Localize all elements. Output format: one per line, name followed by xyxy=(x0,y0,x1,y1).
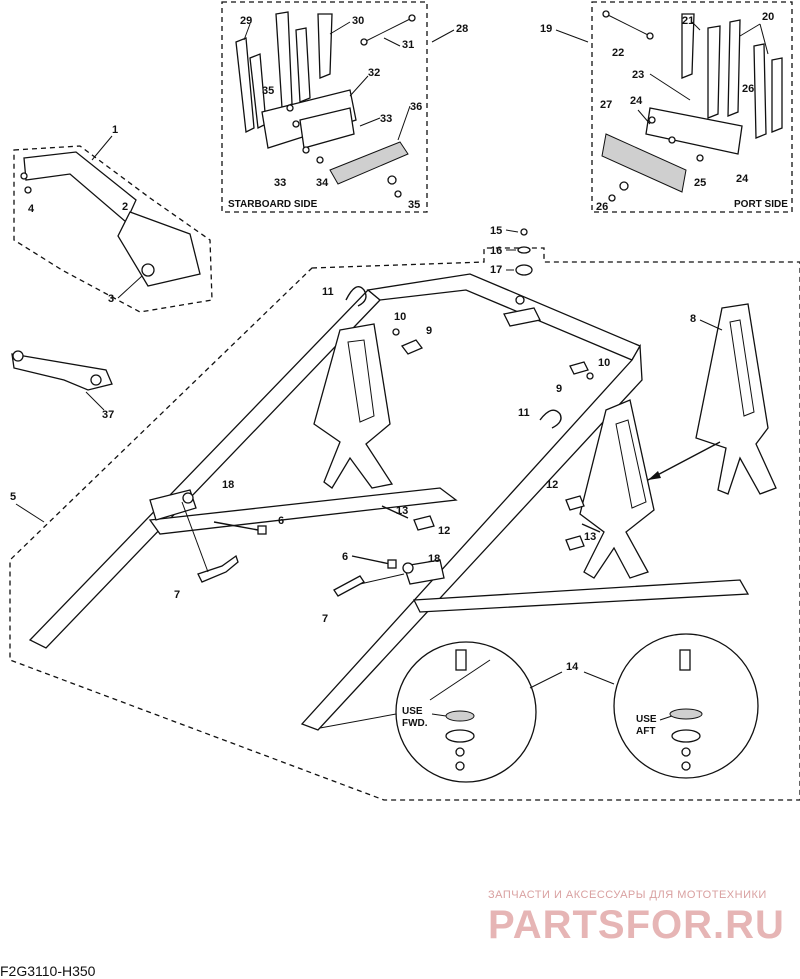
callout-31: 31 xyxy=(402,39,414,51)
tower-frame xyxy=(28,273,750,731)
callout-17: 17 xyxy=(490,264,502,276)
callout-12-left: 12 xyxy=(438,525,450,537)
callout-36: 36 xyxy=(410,101,422,113)
callout-18-right: 18 xyxy=(428,553,440,565)
callout-26-bottom: 26 xyxy=(596,201,608,213)
main-assembly-outline xyxy=(9,247,800,801)
use-fwd-label-1: USE xyxy=(402,706,423,717)
callout-19: 19 xyxy=(540,23,552,35)
port-side-label: PORT SIDE xyxy=(734,199,788,210)
callout-29: 29 xyxy=(240,15,252,27)
callout-24-top: 24 xyxy=(630,95,643,107)
callout-24-bottom: 24 xyxy=(736,173,749,185)
callout-6-left: 6 xyxy=(278,515,284,527)
kit-box-1: 1 2 3 4 xyxy=(13,124,213,313)
use-aft-label-2: AFT xyxy=(636,726,655,737)
callout-15: 15 xyxy=(490,225,502,237)
callout-22: 22 xyxy=(612,47,624,59)
callout-9-right: 9 xyxy=(556,383,562,395)
callout-4: 4 xyxy=(28,203,35,215)
callout-5: 5 xyxy=(10,491,16,503)
callout-3: 3 xyxy=(108,293,114,305)
callout-8: 8 xyxy=(690,313,696,325)
callout-32: 32 xyxy=(368,67,380,79)
port-side-panel: PORT SIDE 21 20 22 23 26 27 24 25 24 26 xyxy=(591,1,793,213)
callout-11-right: 11 xyxy=(518,407,530,419)
watermark-logo: PARTSFOR.RU xyxy=(488,903,785,947)
callout-26-top: 26 xyxy=(742,83,754,95)
detail-fwd: USE FWD. xyxy=(395,641,537,783)
hardware-stack: 15 16 17 xyxy=(490,225,533,276)
detail-aft: USE AFT xyxy=(613,633,759,779)
callout-10-right: 10 xyxy=(598,357,610,369)
callout-1: 1 xyxy=(112,124,118,136)
callout-2: 2 xyxy=(122,201,128,213)
part-37-arm: 37 xyxy=(11,350,114,421)
callout-13-right: 13 xyxy=(584,531,596,543)
callout-35-bottom: 35 xyxy=(408,199,420,211)
starboard-side-label: STARBOARD SIDE xyxy=(228,199,318,210)
use-aft-label-1: USE xyxy=(636,714,657,725)
callout-30: 30 xyxy=(352,15,364,27)
callout-28: 28 xyxy=(456,23,468,35)
callout-18-left: 18 xyxy=(222,479,234,491)
callout-14: 14 xyxy=(566,661,579,673)
callout-11-left: 11 xyxy=(322,286,334,298)
callout-25: 25 xyxy=(694,177,706,189)
diagram-code: F2G3110-H350 xyxy=(0,963,96,979)
use-fwd-label-2: FWD. xyxy=(402,718,428,729)
callout-7-left: 7 xyxy=(174,589,180,601)
callout-6-right: 6 xyxy=(342,551,348,563)
starboard-side-panel: STARBOARD SIDE 29 30 31 32 35 33 36 33 3… xyxy=(221,1,428,213)
watermark-tagline: ЗАПЧАСТИ И АКСЕССУАРЫ ДЛЯ МОТОТЕХНИКИ xyxy=(488,889,767,901)
fasteners: 11 11 10 10 9 9 18 18 6 6 7 7 13 12 12 1… xyxy=(174,286,610,625)
callout-21: 21 xyxy=(682,15,694,27)
part-8-rack: 8 xyxy=(647,303,777,495)
callout-34: 34 xyxy=(316,177,329,189)
callout-33-left: 33 xyxy=(274,177,286,189)
callout-10-left: 10 xyxy=(394,311,406,323)
callout-27: 27 xyxy=(600,99,612,111)
callout-12-right: 12 xyxy=(546,479,558,491)
callout-33-right: 33 xyxy=(380,113,392,125)
callout-37: 37 xyxy=(102,409,114,421)
callout-35-top: 35 xyxy=(262,85,274,97)
callout-7-right: 7 xyxy=(322,613,328,625)
callout-20: 20 xyxy=(762,11,774,23)
callout-16: 16 xyxy=(490,245,502,257)
callout-23: 23 xyxy=(632,69,644,81)
callout-9-left: 9 xyxy=(426,325,432,337)
callout-13-left: 13 xyxy=(396,505,408,517)
